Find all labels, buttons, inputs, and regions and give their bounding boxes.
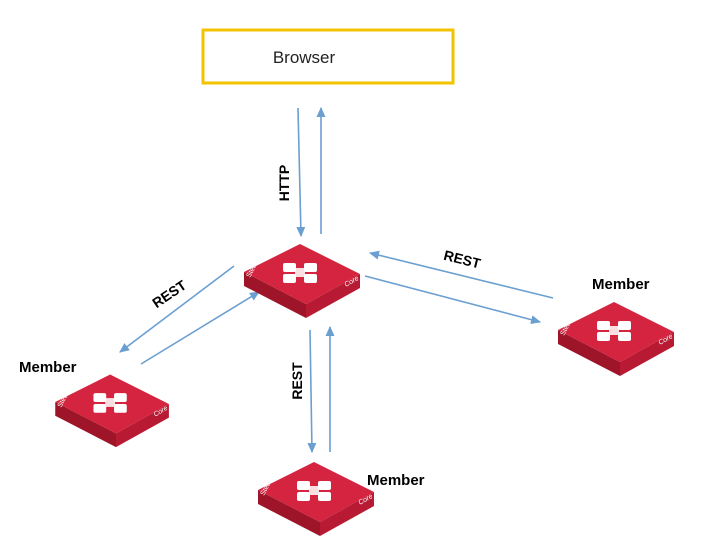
rest-label-left: REST <box>149 277 189 311</box>
arrow-core-to-right-member <box>364 275 542 325</box>
member-bottom-label: Member <box>367 472 425 489</box>
member-left-label: Member <box>19 359 77 376</box>
arrow-browser-to-core <box>296 107 306 238</box>
member-device-left[interactable]: SteelFusion Core <box>55 373 169 448</box>
rest-label-right: REST <box>442 247 483 272</box>
arrow-left-member-to-core <box>140 291 260 365</box>
member-right-label: Member <box>592 276 650 293</box>
browser-box[interactable] <box>201 28 455 85</box>
core-device[interactable]: SteelFusion Core <box>244 243 360 318</box>
browser-label: Browser <box>273 48 336 67</box>
arrow-core-to-left-member <box>119 265 235 353</box>
rest-label-bottom: REST <box>289 362 305 400</box>
arrow-right-member-to-core <box>368 250 554 299</box>
member-device-right[interactable]: SteelFusion Core <box>558 301 674 376</box>
member-device-bottom[interactable]: SteelFusion Core <box>258 461 374 536</box>
arrow-core-to-bottom-member <box>307 329 317 454</box>
http-label: HTTP <box>276 165 292 202</box>
